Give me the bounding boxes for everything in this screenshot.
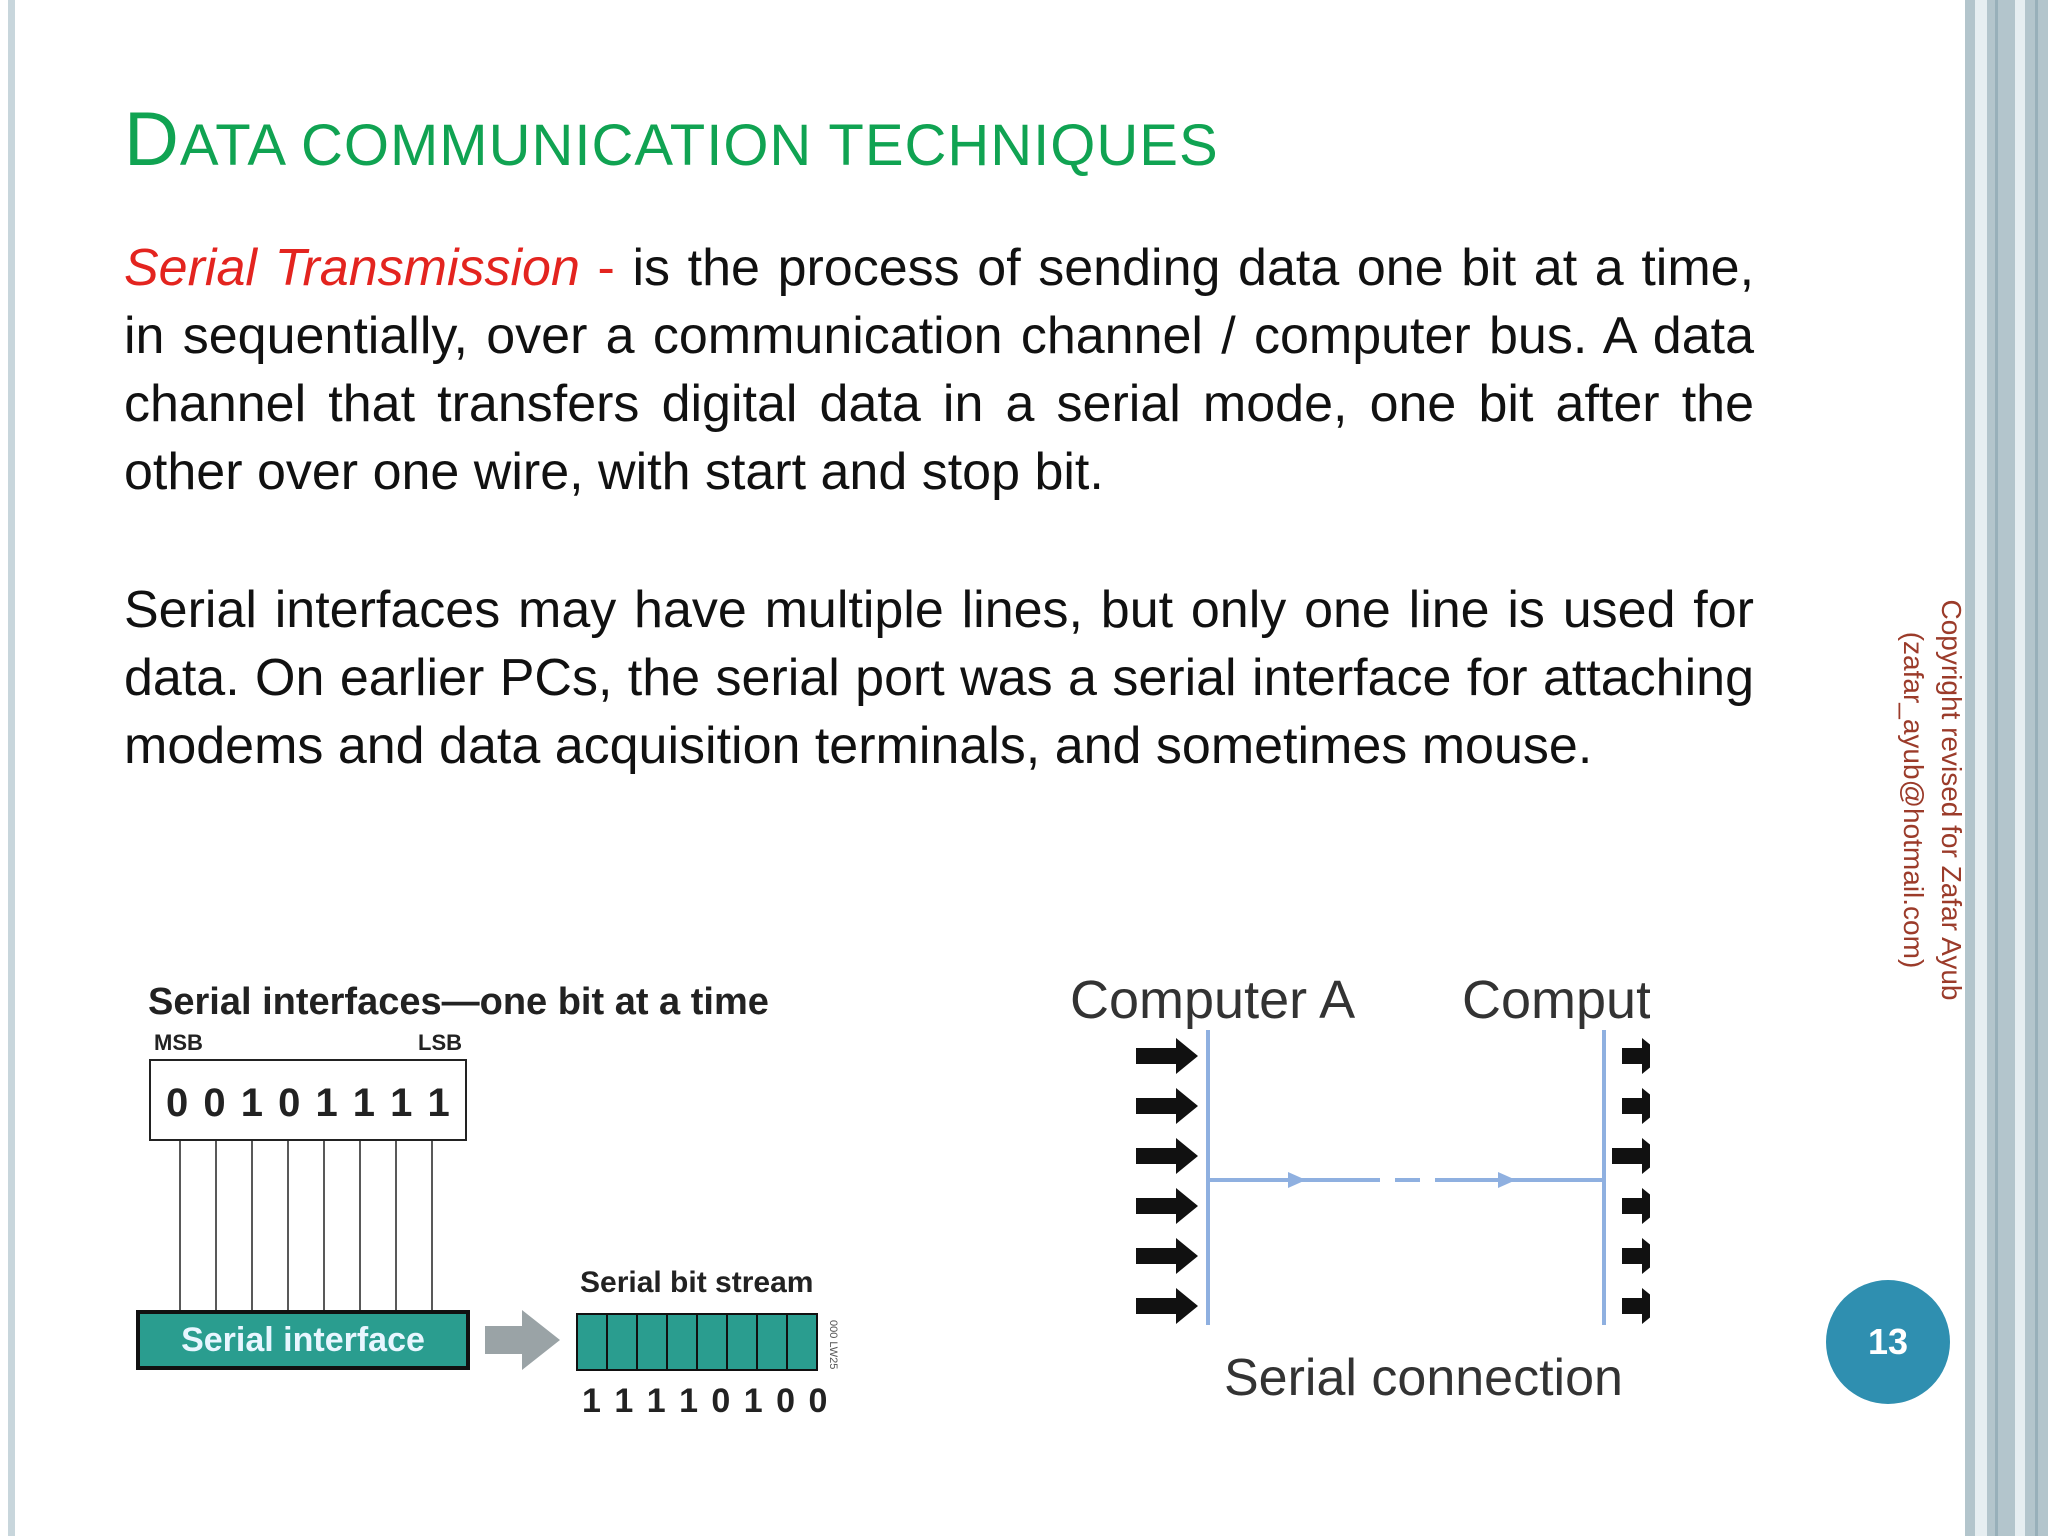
serial-interface-box: [136, 1310, 470, 1370]
input-arrows-icon: [1136, 1038, 1198, 1324]
serial-connection-caption: Serial connection: [1224, 1349, 1623, 1407]
slide-right-border: [1965, 0, 2048, 1536]
msb-label: MSB: [154, 1030, 203, 1055]
register-box: [149, 1059, 467, 1141]
slide-title: DATA COMMUNICATION TECHNIQUES: [124, 97, 1219, 182]
serial-bit-stream-heading: Serial bit stream: [580, 1266, 813, 1299]
bit-stream-cells: [576, 1313, 818, 1371]
serial-bit-stream-bits: 1 1 1 1 0 1 0 0: [582, 1382, 829, 1420]
slide-left-border: [8, 0, 15, 1536]
term-serial-transmission: Serial Transmission: [124, 239, 580, 297]
computer-a-label: Computer A: [1070, 970, 1355, 1030]
output-arrows-icon: [1612, 1038, 1650, 1324]
register-bits: 0 0 1 0 1 1 1 1: [166, 1081, 452, 1125]
page-number-badge: 13: [1826, 1280, 1950, 1404]
serial-interface-label: Serial interface: [181, 1321, 425, 1359]
serial-interface-diagram: Serial interfaces—one bit at a time MSB …: [136, 981, 839, 1420]
serial-interface-heading: Serial interfaces—one bit at a time: [148, 981, 769, 1023]
right-arrow-icon: [485, 1310, 560, 1370]
paragraph-serial-interfaces: Serial interfaces may have multiple line…: [124, 581, 1754, 775]
lsb-label: LSB: [418, 1030, 462, 1055]
link-arrow-icon: [1498, 1172, 1516, 1188]
link-arrow-icon: [1288, 1172, 1306, 1188]
parallel-wires: [179, 1140, 433, 1312]
figure-code: 000 LW25: [827, 1320, 839, 1369]
serial-connection-diagram: Computer A Computer B Serial connection: [1070, 970, 1650, 1407]
paragraph-serial-transmission: Serial Transmission - is the process of …: [124, 239, 1755, 501]
computer-b-label: Computer B: [1462, 970, 1650, 1030]
copyright-note: Copyright revised for Zafar Ayub (zafar_…: [1898, 599, 1967, 1001]
